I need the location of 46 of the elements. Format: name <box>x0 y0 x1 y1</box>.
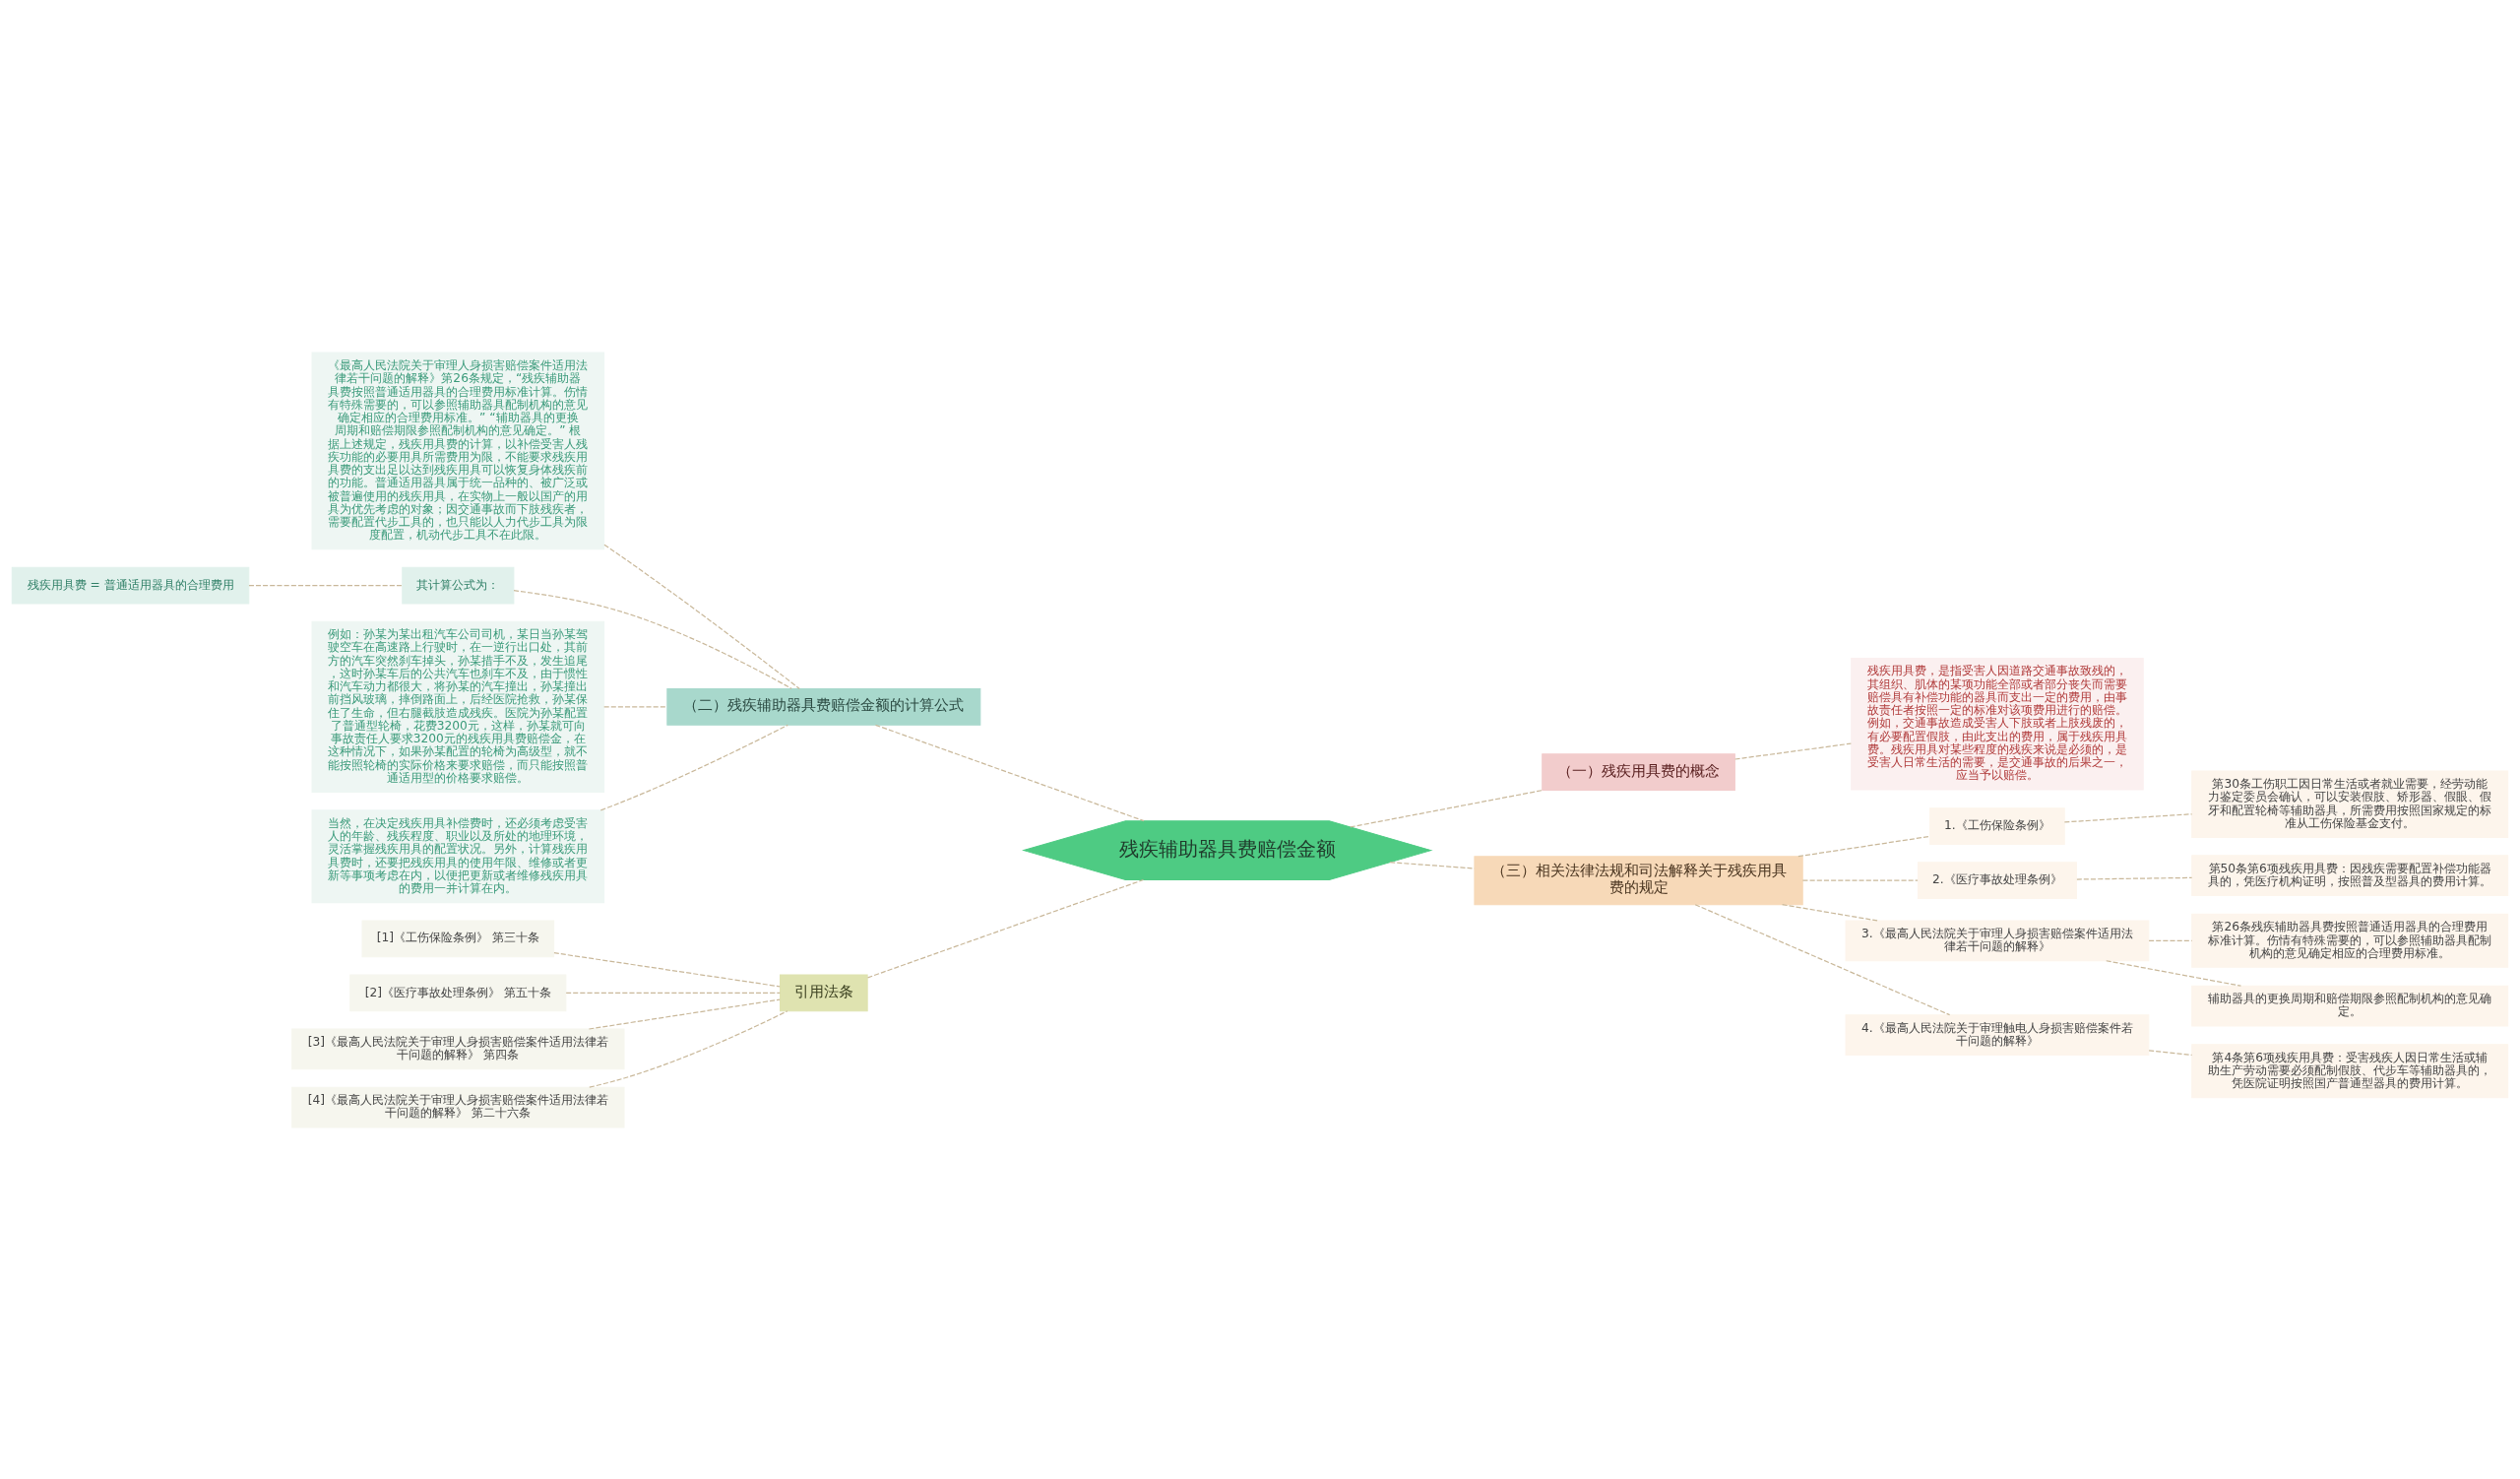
connector <box>603 544 800 689</box>
node-box: 第4条第6项残疾用具费：受害残疾人因日常生活或辅助生产劳动需要必须配制假肢、代步车等辅助器具的，凭医院证明按照国产普通型器具的费用计算。 <box>2191 1043 2509 1098</box>
connector <box>2076 876 2193 880</box>
connector <box>866 878 1145 978</box>
connector <box>589 1009 788 1088</box>
connector <box>1801 879 1919 881</box>
connector <box>588 997 781 1030</box>
connector <box>1734 742 1852 760</box>
connector <box>599 724 788 810</box>
connector <box>2148 939 2193 941</box>
node-box: 引用法条 <box>780 974 868 1011</box>
node-box: 第26条残疾辅助器具费按照普通适用器具的合理费用标准计算。伤情有特殊需要的，可以参照辅助器具配制机构的意见确定相应的合理费用标准。 <box>2191 913 2509 968</box>
node-box: （一）残疾用具费的概念 <box>1542 752 1735 791</box>
connector <box>1389 861 1476 869</box>
connector <box>1782 903 1878 922</box>
connector <box>513 589 792 689</box>
node-box: 残疾用具费 = 普通适用器具的合理费用 <box>11 566 250 604</box>
connector <box>874 724 1145 821</box>
node-box: 3.《最高人民法院关于审理人身损害赔偿案件适用法律若干问题的解释》 <box>1845 919 2150 961</box>
node-box: （三）相关法律法规和司法解释关于残疾用具费的规定 <box>1474 855 1803 905</box>
node-box: 4.《最高人民法院关于审理触电人身损害赔偿案件若干问题的解释》 <box>1845 1013 2150 1056</box>
connector <box>603 705 668 707</box>
connector <box>248 584 404 586</box>
node-box: 其计算公式为： <box>402 566 515 604</box>
node-box: 《最高人民法院关于审理人身损害赔偿案件适用法律若干问题的解释》第26条规定，“残疾辅助器具费按照普通适用器具的合理费用标准计算。伤情有特殊需要的，可以参照辅助器具配制机构的意见确定相应的合理费用标准。” “辅助器具的更换周期和赔偿期限参照配制机构的意见确定。” 根据上述规定，残疾用具费的计算，以补偿受害人残疾功能的必要用具所需费用为限，不能要求残疾用具费的支出足以达到残疾用具可以恢复身体残疾前的功能。普通适用器具属于统一品种的、被广泛或被普遍使用的残疾用具，在实物上一般以国产的用具为优先考虑的对象；因交通事故而下肢残疾者，需要配置代步工具的，也只能以人力代步工具为限度配置，机动代步工具不在此限。 <box>311 352 605 549</box>
node-box: 例如：孙某为某出租汽车公司司机，某日当孙某驾驶空车在高速路上行驶时，在一逆行出口处，其前方的汽车突然刹车掉头，孙某措手不及，发生追尾，这时孙某车后的公共汽车也刹车不及，由于惯性和汽车动力都很大，将孙某的汽车撞出，孙某撞出前挡风玻璃，摔倒路面上，后经医院抢救，孙某保住了生命，但右腿截肢造成残疾。医院为孙某配置了普通型轮椅，花费3200元，这样，孙某就可向事故责任人要求3200元的残疾用具费赔偿金，在这种情况下，如果孙某配置的轮椅为高级型，就不能按照轮椅的实际价格来要求赔偿，而只能按照普通适用型的价格要求赔偿。 <box>311 620 605 793</box>
connector <box>1350 789 1544 828</box>
node-box: [2]《医疗事故处理条例》 第五十条 <box>349 974 567 1011</box>
node-box: [1]《工伤保险条例》 第三十条 <box>361 919 555 957</box>
node-box: [4]《最高人民法院关于审理人身损害赔偿案件适用法律若干问题的解释》 第二十六条 <box>291 1086 625 1127</box>
connector <box>565 992 781 994</box>
node-box: 第30条工伤职工因日常生活或者就业需要，经劳动能力鉴定委员会确认，可以安装假肢、矫形器、假眼、假牙和配置轮椅等辅助器具，所需费用按照国家规定的标准从工伤保险基金支付。 <box>2191 770 2509 838</box>
connector <box>2148 1049 2193 1056</box>
connector <box>553 951 781 987</box>
node-box: 第50条第6项残疾用具费：因残疾需要配置补偿功能器具的，凭医疗机构证明，按照普及型器具的费用计算。 <box>2191 854 2509 896</box>
connector <box>2106 959 2242 987</box>
connector <box>1797 835 1931 857</box>
node-box: （二）残疾辅助器具费赔偿金额的计算公式 <box>666 687 981 726</box>
node-box: 残疾用具费，是指受害人因道路交通事故致残的，其组织、肌体的某项功能全部或者部分丧失而需要赔偿具有补偿功能的器具而支出一定的费用，由事故责任者按照一定的标准对该项费用进行的赔偿。例如，交通事故造成受害人下肢或者上肢残废的，有必要配置假肢，由此支出的费用，属于残疾用具费。残疾用具对某些程度的残疾来说是必须的，是受害人日常生活的需要，是交通事故的后果之一，应当予以赔偿。 <box>1851 657 2144 790</box>
node-box: 当然，在决定残疾用具补偿费时，还必须考虑受害人的年龄、残疾程度、职业以及所处的地理环境，灵活掌握残疾用具的配置状况。另外，计算残疾用具费时，还要把残疾用具的使用年限、维修或者更新等事项考虑在内，以便把更新或者维修残疾用具的费用一并计算在内。 <box>311 808 605 903</box>
node-box: 1.《工伤保险条例》 <box>1929 806 2065 845</box>
node-box: 2.《医疗事故处理条例》 <box>1917 861 2077 899</box>
connector <box>1694 903 1951 1015</box>
node-box: 辅助器具的更换周期和赔偿期限参照配制机构的意见确定。 <box>2191 985 2509 1026</box>
connector <box>2063 812 2193 822</box>
node-box: [3]《最高人民法院关于审理人身损害赔偿案件适用法律若干问题的解释》 第四条 <box>291 1028 625 1069</box>
